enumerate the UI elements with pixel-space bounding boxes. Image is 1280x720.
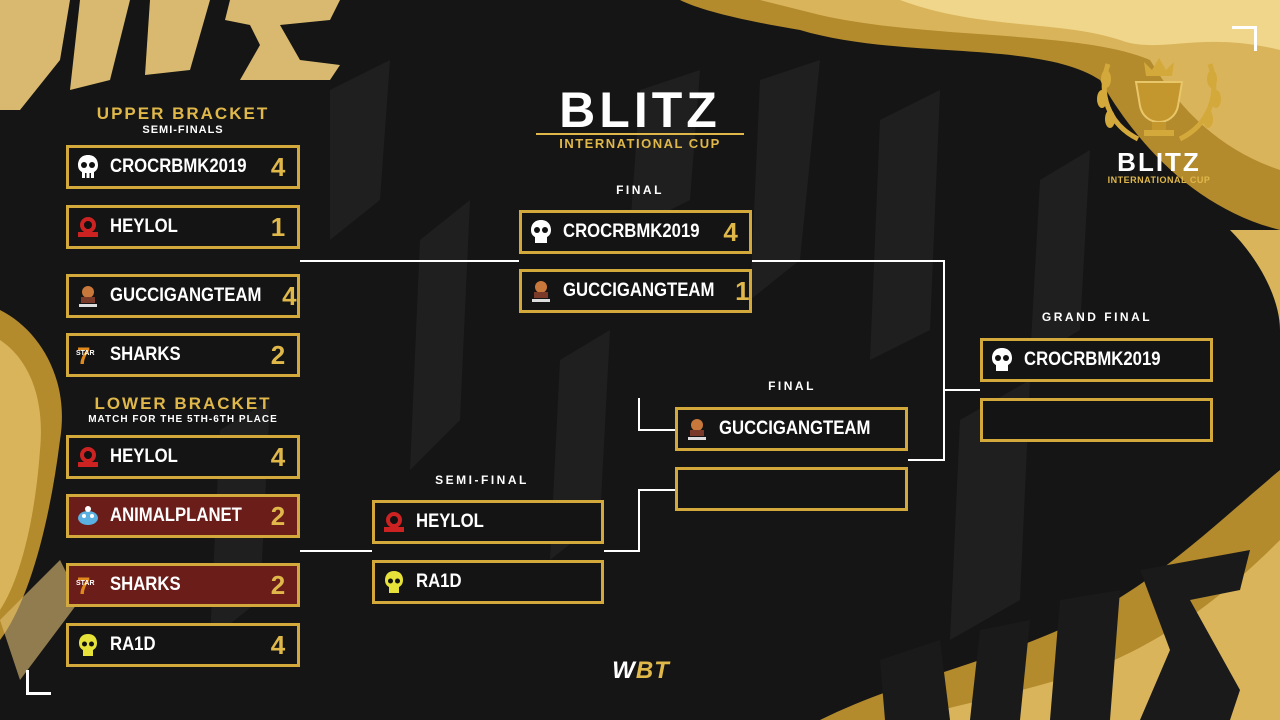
svg-text:7: 7 bbox=[77, 573, 90, 598]
connector-upper-loser-h bbox=[638, 429, 675, 431]
trophy-icon bbox=[1097, 58, 1221, 142]
event-title: BLITZ bbox=[559, 82, 721, 138]
team-score: 1 bbox=[735, 275, 750, 306]
lower-bracket-subheading: MATCH FOR THE 5TH-6TH PLACE bbox=[88, 414, 278, 425]
connector-upper-loser-v bbox=[638, 398, 640, 431]
endgame-icon bbox=[76, 213, 100, 241]
upper-sf1-team2[interactable]: HEYLOL 1 bbox=[66, 205, 300, 249]
svg-text:STAR: STAR bbox=[76, 350, 95, 357]
frame-corner-top-right bbox=[1232, 26, 1257, 51]
team-score: 2 bbox=[270, 500, 286, 531]
ggame-icon bbox=[76, 282, 100, 310]
event-subtitle: INTERNATIONAL CUP bbox=[559, 136, 721, 151]
upper-final-label: FINAL bbox=[616, 183, 664, 197]
team-name: SHARKS bbox=[110, 344, 181, 365]
team-name: ANIMALPLANET bbox=[110, 505, 242, 526]
frame-corner-bottom-left bbox=[26, 670, 51, 695]
team-name: CROCRBMK2019 bbox=[1024, 349, 1161, 370]
connector-to-grand-final bbox=[943, 389, 980, 391]
skull-icon bbox=[76, 153, 100, 181]
team-score: 4 bbox=[282, 280, 297, 311]
raid-skull-icon bbox=[382, 568, 406, 596]
lower-semi-label: SEMI-FINAL bbox=[435, 473, 529, 487]
upper-bracket-subheading: SEMI-FINALS bbox=[142, 124, 224, 136]
upper-sf2-team1[interactable]: GUCCIGANGTEAM 4 bbox=[66, 274, 300, 318]
grand-final-label: GRAND FINAL bbox=[1041, 310, 1153, 324]
team-score: 4 bbox=[270, 441, 286, 472]
svg-text:7: 7 bbox=[77, 343, 90, 368]
connector-semi-to-lower-final bbox=[638, 489, 675, 491]
endgame-icon bbox=[76, 443, 100, 471]
upper-final-team2[interactable]: GUCCIGANGTEAM 1 bbox=[519, 269, 752, 313]
lower-final-team1[interactable]: GUCCIGANGTEAM bbox=[675, 407, 908, 451]
upper-final-team1[interactable]: CROCRBMK2019 4 bbox=[519, 210, 752, 254]
connector-upper-final-out bbox=[752, 260, 945, 262]
wbt-logo-bt: BT bbox=[635, 657, 670, 684]
lower-final-label: FINAL bbox=[768, 379, 816, 393]
team-name: RA1D bbox=[110, 634, 156, 655]
lower-r1-m1-team1[interactable]: HEYLOL 4 bbox=[66, 435, 300, 479]
connector-upper-final-vertical bbox=[943, 260, 945, 460]
lower-r1-m2-team2[interactable]: RA1D 4 bbox=[66, 623, 300, 667]
corner-logo-subtitle: INTERNATIONAL CUP bbox=[1107, 175, 1211, 185]
team-name: SHARKS bbox=[110, 574, 181, 595]
ggame-icon bbox=[685, 415, 709, 443]
connector-upper-to-final bbox=[300, 260, 519, 262]
team-name: RA1D bbox=[416, 571, 462, 592]
team-score: 4 bbox=[270, 151, 286, 182]
raid-skull-icon bbox=[76, 631, 100, 659]
skull-icon bbox=[990, 346, 1014, 374]
team-name: HEYLOL bbox=[110, 446, 178, 467]
lower-r1-m1-team2[interactable]: ANIMALPLANET 2 bbox=[66, 494, 300, 538]
corner-logo-title: BLITZ bbox=[1117, 147, 1201, 177]
team-name: GUCCIGANGTEAM bbox=[110, 285, 262, 306]
upper-sf1-team1[interactable]: CROCRBMK2019 4 bbox=[66, 145, 300, 189]
team-name: HEYLOL bbox=[416, 511, 484, 532]
connector-lower-final-out bbox=[908, 459, 945, 461]
team-name: CROCRBMK2019 bbox=[110, 156, 247, 177]
team-name: GUCCIGANGTEAM bbox=[563, 280, 715, 301]
connector-lower-r1-to-semi bbox=[300, 550, 372, 552]
team-score: 4 bbox=[270, 629, 286, 660]
ggame-icon bbox=[529, 277, 553, 305]
team-score: 2 bbox=[270, 569, 286, 600]
team-score: 4 bbox=[723, 216, 738, 247]
grand-final-team2-empty[interactable] bbox=[980, 398, 1213, 442]
lower-semi-team1[interactable]: HEYLOL bbox=[372, 500, 604, 544]
team-name: HEYLOL bbox=[110, 216, 178, 237]
svg-text:STAR: STAR bbox=[76, 580, 95, 587]
lower-bracket-heading: LOWER BRACKET bbox=[94, 394, 272, 413]
endgame-icon bbox=[382, 508, 406, 536]
team-name: GUCCIGANGTEAM bbox=[719, 418, 871, 439]
lower-final-team2-empty[interactable] bbox=[675, 467, 908, 511]
title-underline bbox=[536, 133, 744, 135]
tournament-logo: BLITZ INTERNATIONAL CUP bbox=[1088, 44, 1230, 185]
upper-bracket-heading: UPPER BRACKET bbox=[96, 104, 270, 123]
team-score: 2 bbox=[270, 339, 286, 370]
team-name: CROCRBMK2019 bbox=[563, 221, 700, 242]
connector-semi-out-v bbox=[638, 490, 640, 552]
team-score: 1 bbox=[270, 211, 286, 242]
lower-semi-team2[interactable]: RA1D bbox=[372, 560, 604, 604]
skull-icon bbox=[529, 218, 553, 246]
wbt-logo-w: W bbox=[612, 657, 636, 684]
grand-final-team1[interactable]: CROCRBMK2019 bbox=[980, 338, 1213, 382]
animal-icon bbox=[76, 502, 100, 530]
wbt-logo: WBT bbox=[596, 657, 686, 685]
connector-semi-out-h bbox=[604, 550, 640, 552]
